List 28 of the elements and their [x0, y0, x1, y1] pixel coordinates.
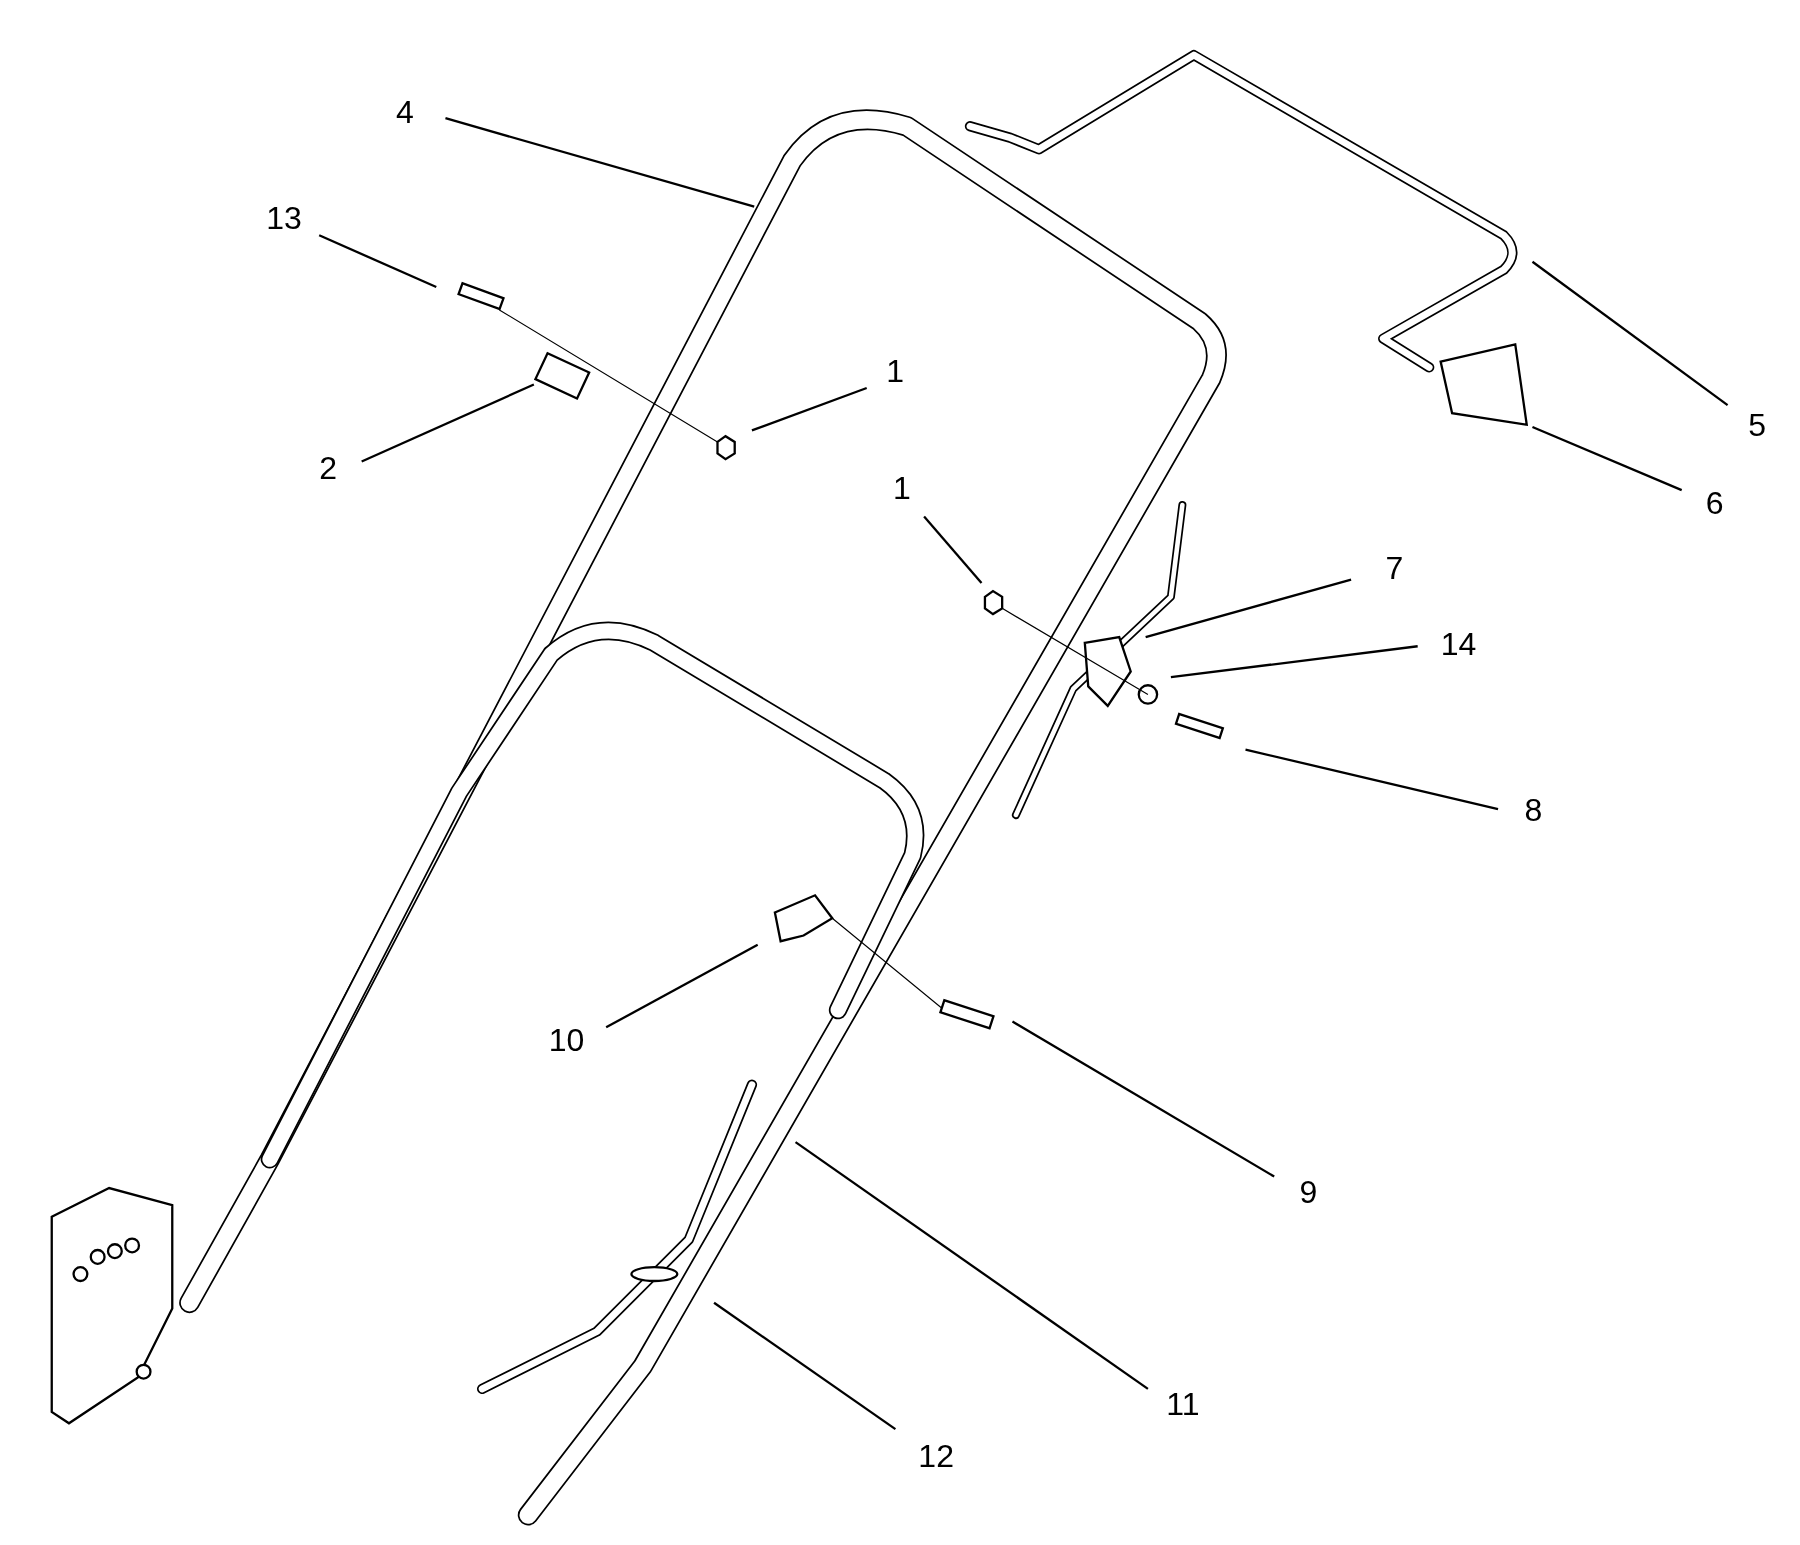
callout-number: 7 [1385, 552, 1404, 585]
leader-line [361, 383, 535, 463]
callout-number: 2 [319, 452, 337, 485]
leader-line [445, 117, 755, 208]
callout-number: 1 [893, 471, 911, 504]
leader-line [1011, 1020, 1275, 1178]
leader-line [751, 386, 868, 432]
callout-number: 1 [886, 354, 904, 387]
leader-line [1532, 425, 1683, 492]
leader-line [923, 515, 983, 584]
callout-number: 6 [1705, 486, 1724, 519]
callout-number: 14 [1440, 627, 1477, 660]
callout-number: 8 [1524, 794, 1543, 827]
callout-number: 13 [266, 202, 302, 235]
callout-number: 10 [548, 1023, 585, 1056]
leader-line [1245, 748, 1499, 811]
callout-number: 5 [1748, 408, 1767, 441]
callout-number: 12 [918, 1439, 954, 1472]
callout-number: 9 [1299, 1175, 1318, 1208]
leader-line [318, 234, 437, 288]
leader-line [1145, 578, 1352, 639]
leader-line [1170, 645, 1418, 679]
leader-line [605, 943, 759, 1029]
leader-line [1531, 260, 1729, 407]
callout-number: 11 [1166, 1387, 1200, 1420]
leader-line [713, 1301, 897, 1430]
leader-line [794, 1141, 1149, 1390]
callout-number: 4 [396, 96, 414, 129]
